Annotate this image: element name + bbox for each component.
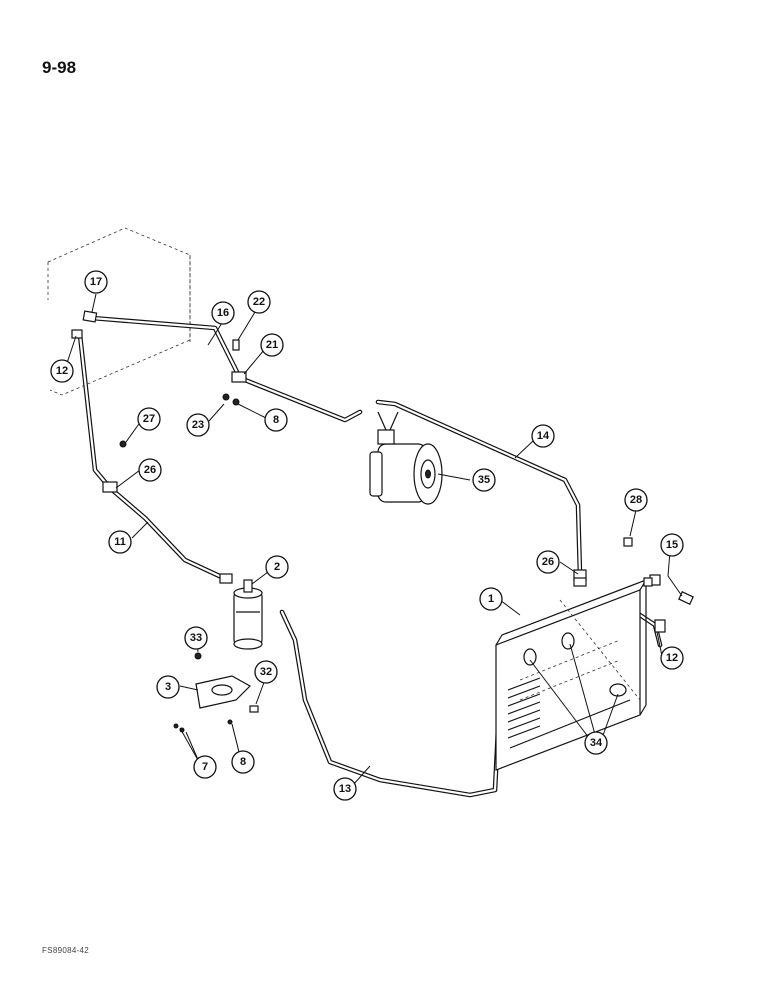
- callout-26: 26: [138, 458, 162, 482]
- svg-text:13: 13: [339, 783, 351, 795]
- receiver-dryer: [233, 579, 263, 650]
- callout-14: 14: [531, 424, 555, 448]
- hose-fittings: [71, 310, 694, 633]
- callout-16: 16: [211, 301, 235, 325]
- svg-text:21: 21: [266, 339, 278, 351]
- svg-text:22: 22: [253, 296, 265, 308]
- callout-2: 2: [265, 555, 289, 579]
- liquid-hose: [77, 332, 231, 583]
- callout-3: 3: [156, 675, 180, 699]
- callout-13: 13: [333, 777, 357, 801]
- svg-text:12: 12: [56, 365, 68, 377]
- compressor: [369, 411, 443, 505]
- discharge-hose: [375, 399, 583, 578]
- svg-text:16: 16: [217, 307, 229, 319]
- callout-26: 26: [536, 550, 560, 574]
- condenser: [495, 577, 653, 771]
- svg-text:2: 2: [274, 561, 280, 573]
- callout-7: 7: [193, 755, 217, 779]
- svg-text:26: 26: [542, 556, 554, 568]
- callout-23: 23: [186, 413, 210, 437]
- callout-27: 27: [137, 407, 161, 431]
- callout-33: 33: [184, 626, 208, 650]
- cab-floor-outline: [47, 227, 191, 396]
- leader-lines: [65, 293, 683, 786]
- tee-hardware: [119, 339, 633, 547]
- svg-text:3: 3: [165, 681, 171, 693]
- svg-text:32: 32: [260, 666, 272, 678]
- callout-35: 35: [472, 468, 496, 492]
- svg-text:17: 17: [90, 276, 102, 288]
- callout-17: 17: [84, 270, 108, 294]
- callout-8: 8: [264, 408, 288, 432]
- suction-hose: [89, 315, 363, 423]
- callout-34: 34: [584, 731, 608, 755]
- svg-text:14: 14: [537, 430, 550, 442]
- svg-text:26: 26: [144, 464, 156, 476]
- svg-text:27: 27: [143, 413, 155, 425]
- svg-text:8: 8: [273, 414, 279, 426]
- callout-1: 1: [479, 587, 503, 611]
- svg-text:15: 15: [666, 539, 678, 551]
- page-number: 9-98: [42, 58, 77, 77]
- svg-text:7: 7: [202, 761, 208, 773]
- svg-text:28: 28: [630, 494, 642, 506]
- callout-22: 22: [247, 290, 271, 314]
- callout-32: 32: [254, 660, 278, 684]
- callout-12: 12: [660, 646, 684, 670]
- callout-8: 8: [231, 750, 255, 774]
- svg-text:11: 11: [114, 536, 126, 548]
- callout-21: 21: [260, 333, 284, 357]
- svg-text:35: 35: [478, 474, 490, 486]
- callout-15: 15: [660, 533, 684, 557]
- svg-text:33: 33: [190, 632, 202, 644]
- svg-text:1: 1: [488, 593, 494, 605]
- callout-28: 28: [624, 488, 648, 512]
- figure-reference-code: FS89084-42: [42, 946, 90, 955]
- callout-11: 11: [108, 530, 132, 554]
- dryer-bracket: [173, 652, 259, 733]
- svg-text:8: 8: [240, 756, 246, 768]
- callout-12: 12: [50, 359, 74, 383]
- svg-text:23: 23: [192, 419, 204, 431]
- svg-text:12: 12: [666, 652, 678, 664]
- svg-text:34: 34: [590, 737, 603, 749]
- condenser-fins: [507, 677, 541, 739]
